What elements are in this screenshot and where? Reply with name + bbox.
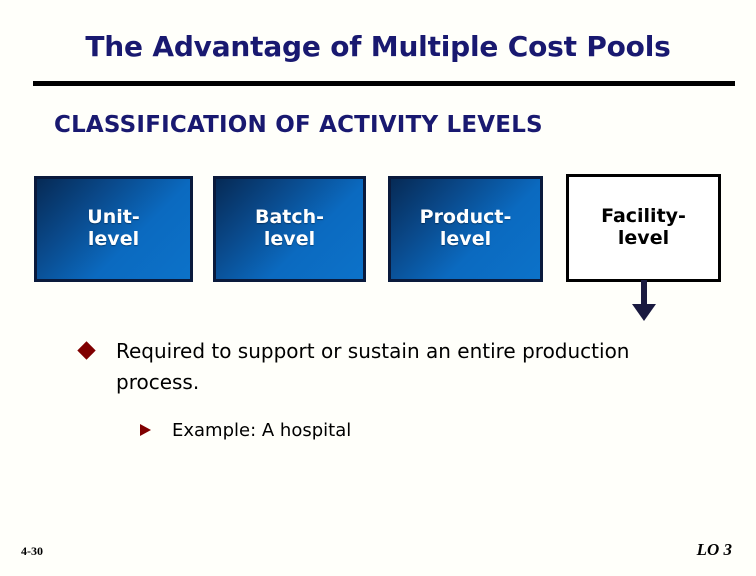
arrow-down-icon <box>632 280 656 321</box>
slide-subtitle: CLASSIFICATION OF ACTIVITY LEVELS <box>54 112 543 138</box>
bullet-main-text: Required to support or sustain an entire… <box>116 339 630 394</box>
triangle-bullet-icon <box>140 424 151 436</box>
activity-level-box-batch[interactable]: Batch- level <box>213 176 366 282</box>
bullet-sub-text: Example: A hospital <box>172 420 352 441</box>
title-divider <box>33 81 735 86</box>
learning-objective-label: LO 3 <box>696 540 732 559</box>
activity-level-box-unit[interactable]: Unit- level <box>34 176 193 282</box>
bullet-item-main: Required to support or sustain an entire… <box>77 336 700 398</box>
diamond-bullet-icon <box>77 341 96 360</box>
slide-number: 4-30 <box>21 544 43 558</box>
activity-level-box-facility[interactable]: Facility- level <box>566 174 721 282</box>
bullet-item-sub: Example: A hospital <box>140 418 660 443</box>
page-title: The Advantage of Multiple Cost Pools <box>85 30 671 63</box>
activity-level-box-product[interactable]: Product- level <box>388 176 543 282</box>
